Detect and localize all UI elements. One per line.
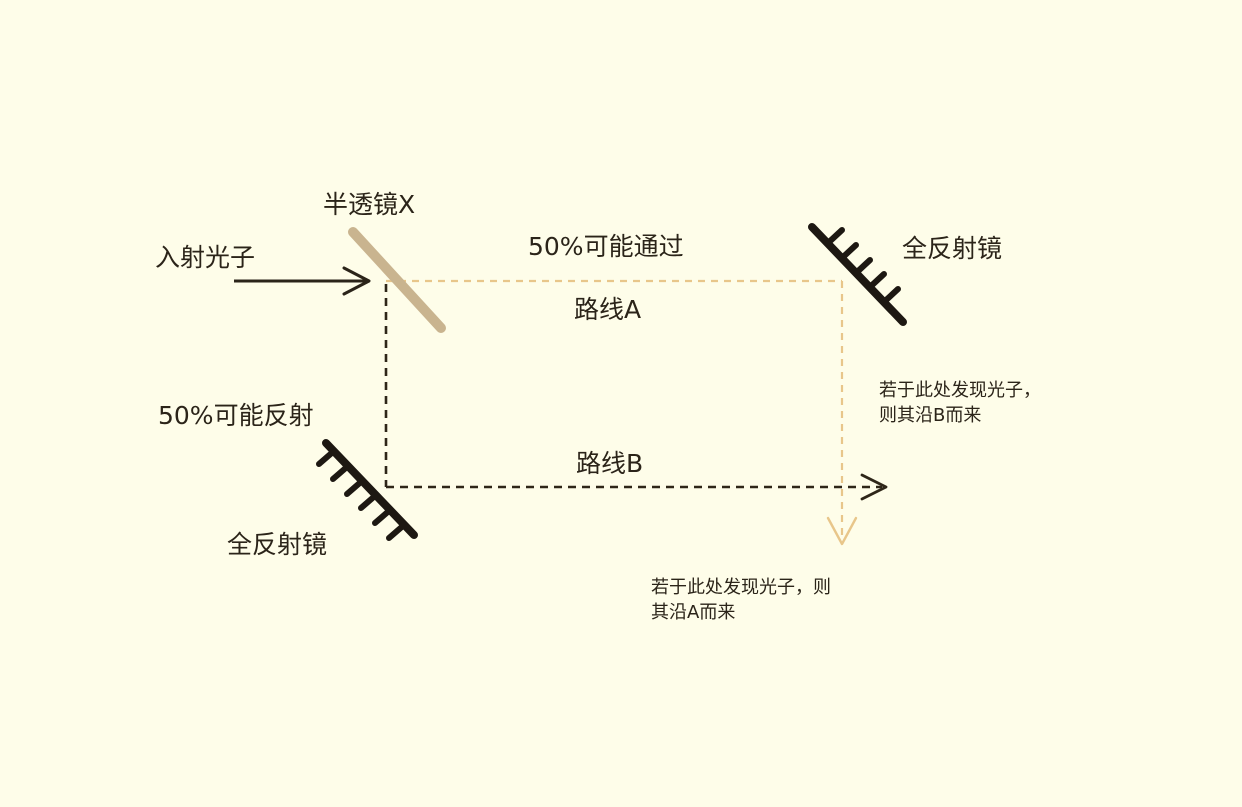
mirror-top-right-tick xyxy=(881,286,901,305)
mirror-bottom-left-tick xyxy=(358,492,379,511)
incident-photon-arrow xyxy=(234,266,371,296)
mirror-top-right-label: 全反射镜 xyxy=(902,234,1003,263)
beam-splitter-x xyxy=(348,227,446,333)
mirror-top-right-tick xyxy=(839,242,859,261)
route-a-path xyxy=(386,279,858,546)
note-route-b: 若于此处发现光子，则其沿B而来 xyxy=(879,380,1041,426)
transmit-chance-label: 50%可能通过 xyxy=(528,232,684,261)
mirror-top-right xyxy=(808,223,907,326)
route-a-label: 路线A xyxy=(574,295,642,324)
mirror-top-right-tick xyxy=(825,227,845,246)
mirror-bottom-left-tick xyxy=(316,448,337,467)
incident-arrow-head xyxy=(342,266,371,296)
mirror-top-right-tick xyxy=(853,257,873,276)
mirror-top-right-tick xyxy=(867,271,887,290)
mirror-bottom-left-tick xyxy=(386,522,407,541)
route-b-path xyxy=(384,284,888,501)
mirror-bottom-left-tick xyxy=(330,463,351,482)
route-a-arrow-head xyxy=(826,516,858,546)
mirror-bottom-left-tick xyxy=(372,507,393,526)
reflect-chance-label: 50%可能反射 xyxy=(158,401,314,430)
route-b-label: 路线B xyxy=(576,449,644,478)
mirror-bottom-left-surface xyxy=(322,439,418,539)
mirror-bottom-left-label: 全反射镜 xyxy=(227,530,328,559)
route-b-arrow-head xyxy=(860,473,888,501)
incident-photon-label: 入射光子 xyxy=(155,243,256,272)
mirror-bottom-left-tick xyxy=(344,478,365,497)
note-route-a: 若于此处发现光子，则其沿A而来 xyxy=(651,577,831,623)
beam-splitter-label: 半透镜X xyxy=(323,190,416,219)
mirror-bottom-left xyxy=(316,439,418,541)
